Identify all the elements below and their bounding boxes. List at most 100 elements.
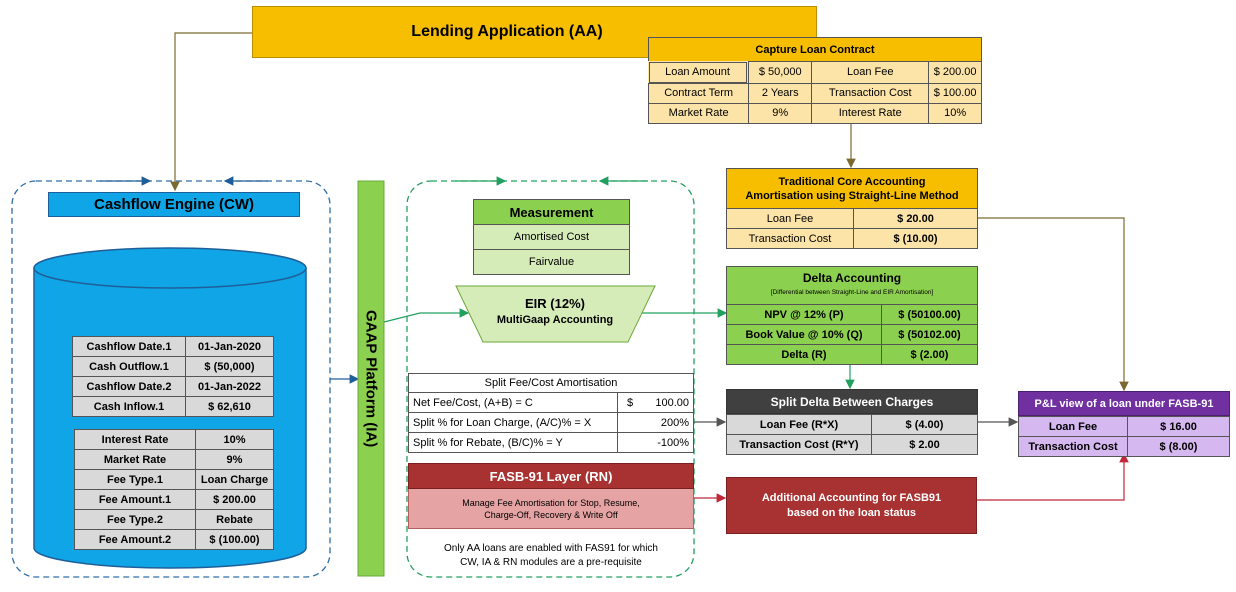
traditional-value: $ 20.00 bbox=[853, 208, 978, 229]
measurement-title: Measurement bbox=[473, 199, 630, 225]
eir-subtitle: MultiGaap Accounting bbox=[496, 314, 614, 326]
pl-view: P&L view of a loan under FASB-91 Loan Fe… bbox=[1018, 391, 1230, 457]
delta-label: Book Value @ 10% (Q) bbox=[726, 324, 882, 345]
cashflow-value: 01-Jan-2020 bbox=[185, 336, 274, 357]
fasb-layer-line2: Charge-Off, Recovery & Write Off bbox=[484, 510, 618, 520]
lending-application-title: Lending Application (AA) bbox=[411, 23, 603, 40]
cashflow-label: Cash Inflow.1 bbox=[72, 396, 186, 417]
eir-box: EIR (12%) MultiGaap Accounting bbox=[470, 296, 640, 328]
cashflow-value: 01-Jan-2022 bbox=[185, 376, 274, 397]
delta-value: $ (50100.00) bbox=[881, 304, 978, 325]
rates-label: Fee Type.2 bbox=[74, 509, 196, 530]
delta-subtitle: [Differential between Straight-Line and … bbox=[770, 289, 934, 296]
split-delta-value: $ (4.00) bbox=[871, 414, 978, 435]
cashflow-value: $ 62,610 bbox=[185, 396, 274, 417]
cashflow-label: Cashflow Date.2 bbox=[72, 376, 186, 397]
rates-label: Fee Type.1 bbox=[74, 469, 196, 490]
traditional-title-line1: Traditional Core Accounting bbox=[778, 176, 926, 188]
gaap-platform-label: GAAP Platform (IA) bbox=[358, 181, 384, 576]
eir-trapezoid bbox=[455, 285, 656, 343]
rates-value: Loan Charge bbox=[195, 469, 274, 490]
cashflow-label: Cash Outflow.1 bbox=[72, 356, 186, 377]
cashflow-engine-title-text: Cashflow Engine (CW) bbox=[94, 196, 254, 213]
split-fee-label: Split % for Loan Charge, (A/C)% = X bbox=[408, 412, 618, 433]
delta-label: NPV @ 12% (P) bbox=[726, 304, 882, 325]
additional-line2: based on the loan status bbox=[787, 507, 916, 519]
rates-fees-table: Interest Rate 10% Market Rate 9% Fee Typ… bbox=[74, 429, 274, 550]
note-line1: Only AA loans are enabled with FAS91 for… bbox=[443, 543, 658, 554]
traditional-label: Loan Fee bbox=[726, 208, 854, 229]
rates-value: 9% bbox=[195, 449, 274, 470]
fasb-layer-title: FASB-91 Layer (RN) bbox=[408, 463, 694, 489]
split-fee-value: -100% bbox=[637, 432, 695, 453]
capture-value: 10% bbox=[928, 102, 982, 124]
traditional-title-line2: Amortisation using Straight-Line Method bbox=[745, 190, 959, 202]
split-delta: Split Delta Between Charges Loan Fee (R*… bbox=[726, 389, 978, 455]
capture-value: 9% bbox=[748, 102, 813, 124]
prerequisite-note: Only AA loans are enabled with FAS91 for… bbox=[410, 542, 692, 570]
capture-label: Loan Amount bbox=[648, 61, 747, 83]
fasb-layer: FASB-91 Layer (RN) Manage Fee Amortisati… bbox=[408, 463, 694, 529]
capture-value: $ 100.00 bbox=[928, 82, 982, 104]
cashflow-value: $ (50,000) bbox=[185, 356, 274, 377]
split-fee-table: Split Fee/Cost Amortisation Net Fee/Cost… bbox=[408, 373, 695, 453]
split-delta-label: Transaction Cost (R*Y) bbox=[726, 434, 872, 455]
gaap-platform-bar bbox=[357, 180, 385, 577]
capture-label: Transaction Cost bbox=[811, 82, 930, 104]
delta-accounting: Delta Accounting [Differential between S… bbox=[726, 266, 978, 365]
split-fee-label: Split % for Rebate, (B/C)% = Y bbox=[408, 432, 618, 453]
pl-value: $ (8.00) bbox=[1127, 436, 1230, 457]
traditional-accounting: Traditional Core Accounting Amortisation… bbox=[726, 168, 978, 249]
note-line2: CW, IA & RN modules are a pre-requisite bbox=[460, 557, 642, 568]
cashflow-label: Cashflow Date.1 bbox=[72, 336, 186, 357]
delta-value: $ (50102.00) bbox=[881, 324, 978, 345]
measurement-item: Amortised Cost bbox=[473, 225, 630, 250]
split-fee-title: Split Fee/Cost Amortisation bbox=[408, 373, 694, 392]
capture-label: Loan Fee bbox=[811, 61, 930, 84]
rates-value: $ 200.00 bbox=[195, 489, 274, 510]
traditional-value: $ (10.00) bbox=[853, 228, 978, 249]
rates-label: Fee Amount.1 bbox=[74, 489, 196, 510]
rates-value: Rebate bbox=[195, 509, 274, 530]
eir-title: EIR (12%) bbox=[525, 296, 585, 311]
fasb-layer-body: Manage Fee Amortisation for Stop, Resume… bbox=[408, 489, 694, 529]
capture-loan-contract-title: Capture Loan Contract bbox=[648, 37, 982, 61]
cashflow-dates-table: Cashflow Date.1 01-Jan-2020 Cash Outflow… bbox=[72, 336, 274, 417]
measurement-item: Fairvalue bbox=[473, 250, 630, 275]
split-delta-value: $ 2.00 bbox=[871, 434, 978, 455]
additional-line1: Additional Accounting for FASB91 bbox=[761, 492, 942, 504]
cashflow-engine-title: Cashflow Engine (CW) bbox=[48, 192, 300, 217]
rates-value: 10% bbox=[195, 429, 274, 450]
split-fee-currency: $ bbox=[617, 392, 638, 413]
rates-label: Fee Amount.2 bbox=[74, 529, 196, 550]
fasb-layer-line1: Manage Fee Amortisation for Stop, Resume… bbox=[462, 498, 640, 508]
rates-value: $ (100.00) bbox=[195, 529, 274, 550]
capture-loan-contract: Capture Loan Contract Loan Amount $ 50,0… bbox=[647, 37, 982, 124]
additional-accounting: Additional Accounting for FASB91 based o… bbox=[726, 477, 977, 534]
split-fee-label: Net Fee/Cost, (A+B) = C bbox=[408, 392, 618, 413]
capture-label: Contract Term bbox=[647, 82, 750, 104]
split-delta-label: Loan Fee (R*X) bbox=[726, 414, 872, 435]
gaap-platform-label-text: GAAP Platform (IA) bbox=[362, 309, 380, 448]
measurement-box: Measurement Amortised Cost Fairvalue bbox=[473, 199, 630, 275]
split-fee-value: 200% bbox=[637, 412, 695, 433]
rates-label: Market Rate bbox=[74, 449, 196, 470]
capture-value: $ 50,000 bbox=[748, 61, 813, 84]
pl-label: Loan Fee bbox=[1018, 416, 1128, 437]
pl-value: $ 16.00 bbox=[1127, 416, 1230, 437]
traditional-label: Transaction Cost bbox=[726, 228, 854, 249]
split-fee-currency bbox=[617, 432, 638, 453]
capture-label: Market Rate bbox=[647, 102, 750, 124]
split-fee-value: 100.00 bbox=[637, 392, 695, 413]
delta-value: $ (2.00) bbox=[881, 344, 978, 365]
pl-title: P&L view of a loan under FASB-91 bbox=[1018, 391, 1230, 416]
rates-label: Interest Rate bbox=[74, 429, 196, 450]
split-fee-currency bbox=[617, 412, 638, 433]
delta-label: Delta (R) bbox=[726, 344, 882, 365]
delta-title: Delta Accounting bbox=[802, 271, 902, 285]
pl-label: Transaction Cost bbox=[1018, 436, 1128, 457]
split-delta-title: Split Delta Between Charges bbox=[726, 389, 978, 414]
capture-value: 2 Years bbox=[748, 82, 813, 104]
capture-label: Interest Rate bbox=[811, 102, 930, 124]
capture-value: $ 200.00 bbox=[928, 61, 982, 84]
